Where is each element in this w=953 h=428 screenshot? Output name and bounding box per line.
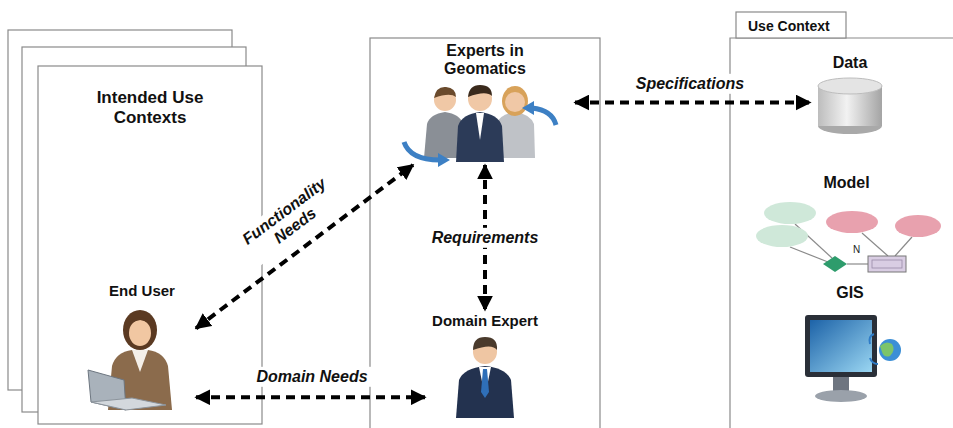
front-page [38,66,262,424]
person-hair [434,87,456,98]
shirt [132,350,148,372]
shirt [476,113,484,140]
use-context-panel: Use ContextDataModelGIS [730,12,953,428]
node-title: Intended Use Contexts [38,66,262,127]
end-user-icon [88,310,172,410]
person-body [456,112,504,162]
cylinder-body [818,118,882,126]
er-link [862,233,888,256]
sync-arrow [870,358,878,364]
context-panel [730,38,953,428]
monitor-neck [833,377,849,391]
data-store: Data [810,52,890,140]
cycle-arrow [532,108,556,125]
face [129,320,151,346]
experts-panel [370,38,600,428]
node-title: Model [748,172,945,192]
cylinder-top [818,78,882,94]
database-icon [818,78,882,134]
connector-label: Requirements [428,228,543,248]
entity-inner [872,260,902,268]
person-hair [502,86,528,116]
node-title: Experts in Geomatics [395,40,575,79]
dashed-connector [196,165,413,328]
node-title: Data [810,52,890,72]
cycle-arrowhead [438,153,450,167]
gis-box: GIS [795,282,905,418]
person-head [505,92,525,112]
cycle-arrow [404,142,440,160]
attribute-ellipse [764,202,816,224]
suit [456,366,514,418]
monitor-screen [810,320,872,372]
node-title: Domain Expert [425,310,545,329]
domain-expert: Domain Expert [425,310,545,420]
experts-group: Experts in Geomatics [395,40,575,165]
connector-label: Specifications [632,74,748,94]
er-link [847,263,868,264]
model-box: Model [748,172,945,278]
entity-rect [868,256,906,272]
sync-arrow [870,334,875,344]
globe [879,339,901,361]
er-link [790,247,828,262]
er-model-icon [756,202,941,272]
cylinder-bottom [818,118,882,134]
cycle-arrowhead [522,101,534,115]
cardinality-label: N [853,245,860,255]
tie [481,369,489,398]
connector-label: Domain Needs [252,367,371,387]
fringe [129,317,152,326]
use-context-stack: Intended Use ContextsEnd User [38,66,262,424]
domain-expert-icon [456,337,514,418]
er-link [895,237,912,256]
experts-icon [404,85,556,167]
monitor-base [815,390,867,402]
hair [123,310,157,350]
laptop-base [91,398,166,410]
monitor-bezel [805,315,877,377]
node-title: GIS [795,282,905,302]
hair [473,337,497,350]
dashed-connector [575,101,810,105]
attribute-ellipse [895,215,941,237]
relationship-diamond [823,256,847,272]
person-hair [468,85,492,97]
gis-icon [805,315,901,402]
dashed-connector [196,395,425,399]
attribute-ellipse [826,211,878,233]
attribute-ellipse [756,225,808,247]
end-user: End User [88,280,196,418]
node-title: End User [88,280,196,299]
page-stack [8,30,262,424]
node-title: Use Context [730,12,953,34]
globe-land [880,342,894,356]
